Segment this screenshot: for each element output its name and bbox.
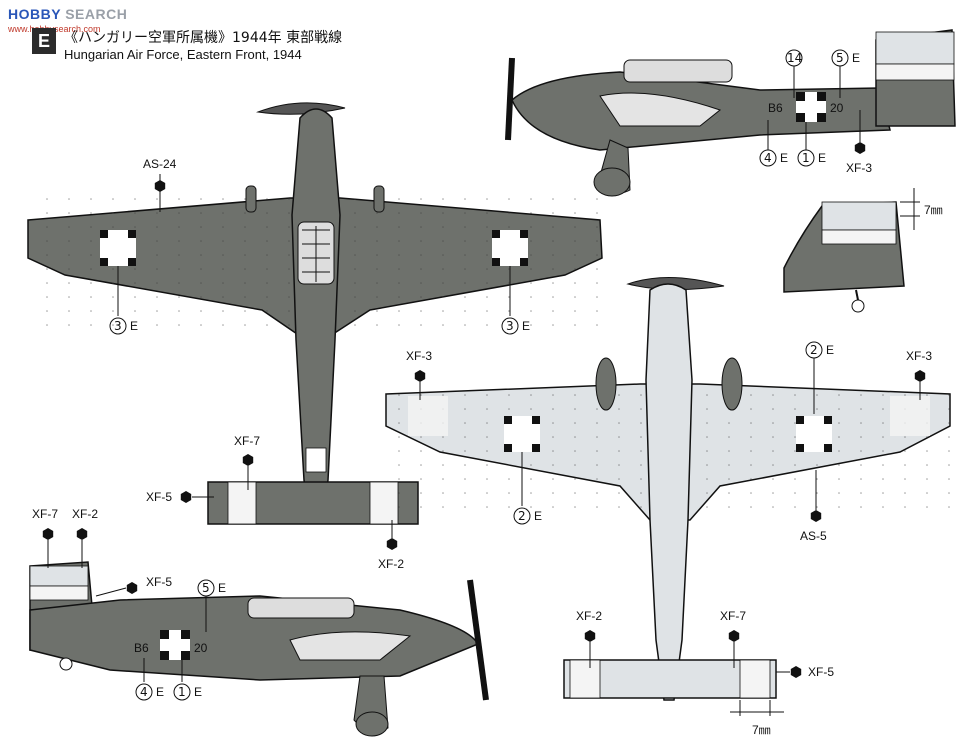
- svg-text:B6: B6: [768, 101, 783, 115]
- dimension-tail: 7㎜: [900, 188, 943, 230]
- scheme-badge: E: [32, 28, 56, 54]
- callout-decal-1-left: 1 E: [173, 660, 202, 701]
- tail-detail-view: [783, 201, 905, 313]
- bottom-view-fuselage: [645, 283, 693, 701]
- svg-text:3: 3: [506, 319, 514, 333]
- top-view-aircraft: [27, 102, 603, 525]
- svg-text:E: E: [130, 319, 138, 333]
- callout-decal-2-lower: 2 E: [513, 452, 542, 525]
- callout-decal-4-left: 4 E: [135, 658, 164, 701]
- svg-text:XF-3: XF-3: [906, 349, 932, 363]
- callout-decal-14: 14: [785, 49, 803, 98]
- svg-text:20: 20: [830, 101, 844, 115]
- svg-text:XF-3: XF-3: [406, 349, 432, 363]
- callout-as24: AS-24: [143, 157, 177, 212]
- svg-text:XF-5: XF-5: [146, 490, 172, 504]
- svg-text:E: E: [780, 151, 788, 165]
- svg-text:E: E: [194, 685, 202, 699]
- callout-xf3-bottom-left: XF-3: [406, 349, 432, 400]
- svg-text:1: 1: [802, 151, 810, 165]
- svg-text:4: 4: [764, 151, 772, 165]
- callout-decal-4-right: 4 E: [759, 120, 788, 167]
- svg-text:E: E: [852, 51, 860, 65]
- svg-text:2: 2: [810, 343, 818, 357]
- callout-xf5-bottom: XF-5: [776, 665, 834, 679]
- svg-text:2: 2: [518, 509, 526, 523]
- svg-text:XF-7: XF-7: [234, 434, 260, 448]
- svg-text:B6: B6: [134, 641, 149, 655]
- callout-decal-3-right: 3 E: [501, 266, 530, 335]
- under-wing-cross-right: [796, 416, 832, 452]
- side-view-left-aircraft: B6 20: [29, 561, 489, 737]
- callout-xf2-top: XF-2: [378, 520, 404, 571]
- svg-text:E: E: [522, 319, 530, 333]
- callout-xf2-side: XF-2: [72, 507, 98, 568]
- svg-text:E: E: [826, 343, 834, 357]
- dimension-bottom: 7㎜: [730, 700, 784, 737]
- callout-decal-1-right: 1 E: [797, 122, 826, 167]
- svg-text:3: 3: [114, 319, 122, 333]
- callout-xf3-side: XF-3: [846, 110, 872, 175]
- callout-xf5-side: XF-5: [95, 575, 172, 597]
- callout-xf7-top: XF-7: [234, 434, 260, 490]
- svg-text:XF-5: XF-5: [146, 575, 172, 589]
- svg-text:XF-7: XF-7: [32, 507, 58, 521]
- under-wing-cross-left: [504, 416, 540, 452]
- callout-xf7-side: XF-7: [32, 507, 58, 568]
- callout-xf3-bottom-right: XF-3: [906, 349, 932, 400]
- watermark-suffix: SEARCH: [65, 6, 128, 22]
- side-view-right-aircraft: B6 20: [505, 29, 956, 197]
- svg-text:XF-2: XF-2: [378, 557, 404, 571]
- callout-xf2-bottom: XF-2: [576, 609, 602, 668]
- callout-xf7-bottom: XF-7: [720, 609, 746, 668]
- watermark-logo: HOBBY SEARCH: [8, 6, 127, 22]
- svg-text:E: E: [156, 685, 164, 699]
- callout-xf5-top: XF-5: [146, 490, 214, 504]
- svg-text:AS-24: AS-24: [143, 157, 177, 171]
- svg-text:XF-7: XF-7: [720, 609, 746, 623]
- svg-text:XF-2: XF-2: [72, 507, 98, 521]
- svg-text:XF-2: XF-2: [576, 609, 602, 623]
- callout-as5: AS-5: [800, 470, 827, 543]
- svg-text:5: 5: [836, 51, 844, 65]
- bottom-view-aircraft: [385, 277, 951, 701]
- svg-text:7㎜: 7㎜: [924, 203, 943, 217]
- svg-text:4: 4: [140, 685, 148, 699]
- svg-text:5: 5: [202, 581, 210, 595]
- wing-cross-left: [100, 230, 136, 266]
- wing-cross-right: [492, 230, 528, 266]
- title-japanese: 《ハンガリー空軍所属機》1944年 東部戦線: [64, 30, 343, 46]
- svg-text:7㎜: 7㎜: [752, 723, 771, 737]
- watermark-site: HOBBY: [8, 6, 61, 22]
- svg-text:14: 14: [787, 51, 802, 65]
- callout-decal-3-left: 3 E: [109, 266, 138, 335]
- svg-text:1: 1: [178, 685, 186, 699]
- callout-decal-5-right: 5 E: [831, 49, 860, 98]
- svg-text:E: E: [534, 509, 542, 523]
- svg-text:E: E: [218, 581, 226, 595]
- callout-decal-5-left: 5 E: [197, 579, 226, 632]
- title-english: Hungarian Air Force, Eastern Front, 1944: [64, 47, 302, 62]
- svg-text:E: E: [818, 151, 826, 165]
- svg-text:20: 20: [194, 641, 208, 655]
- svg-text:AS-5: AS-5: [800, 529, 827, 543]
- svg-text:XF-3: XF-3: [846, 161, 872, 175]
- callout-decal-2-upper: 2 E: [805, 341, 834, 414]
- svg-text:XF-5: XF-5: [808, 665, 834, 679]
